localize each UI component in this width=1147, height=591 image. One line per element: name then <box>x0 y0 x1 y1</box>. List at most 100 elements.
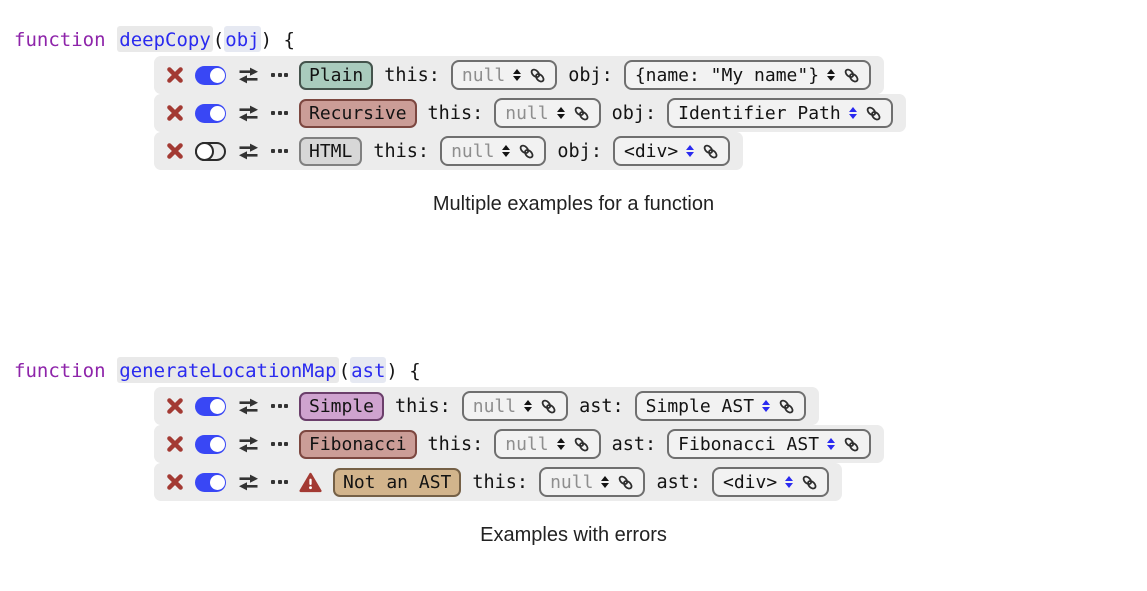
stepper-icon[interactable] <box>827 68 836 82</box>
remove-example-x-icon[interactable] <box>166 104 184 122</box>
stepper-icon[interactable] <box>686 144 695 158</box>
paren-close-brace: ) { <box>260 29 295 51</box>
remove-example-x-icon[interactable] <box>166 66 184 84</box>
example-name-badge[interactable]: Not an AST <box>333 467 462 497</box>
ellipsis-icon[interactable] <box>271 149 288 153</box>
remove-example-x-icon[interactable] <box>166 397 184 415</box>
link-icon[interactable] <box>518 143 535 160</box>
example-row: Simple this: null ast: Simple AST <box>154 387 820 425</box>
paren-close-brace: ) { <box>386 360 421 382</box>
this-value-box[interactable]: null <box>440 136 547 166</box>
toggle-knob <box>209 105 225 121</box>
stepper-icon[interactable] <box>502 144 511 158</box>
argument-value: Fibonacci AST <box>678 433 820 455</box>
stepper-icon[interactable] <box>524 399 533 413</box>
argument-value: <div> <box>723 471 778 493</box>
link-icon[interactable] <box>617 474 634 491</box>
this-label: this: <box>427 433 484 455</box>
toggle-knob <box>209 436 225 452</box>
example-enabled-toggle[interactable] <box>195 472 226 492</box>
argument-value: Identifier Path <box>678 102 841 124</box>
function-name: deepCopy <box>117 26 213 52</box>
this-label: this: <box>373 140 430 162</box>
swap-arrows-icon[interactable] <box>237 67 260 84</box>
paren-open: ( <box>212 29 225 51</box>
example-row: Recursive this: null obj: Identifier Pat… <box>154 94 906 132</box>
example-enabled-toggle[interactable] <box>195 434 226 454</box>
swap-arrows-icon[interactable] <box>237 398 260 415</box>
example-enabled-toggle[interactable] <box>195 103 226 123</box>
link-icon[interactable] <box>573 105 590 122</box>
this-value-box[interactable]: null <box>461 391 569 421</box>
paren-open: ( <box>338 360 351 382</box>
example-rows: Plain this: null obj: {name: "My name"} <box>154 56 906 170</box>
warning-icon <box>299 472 322 492</box>
example-name-badge[interactable]: Recursive <box>299 98 417 128</box>
ellipsis-icon[interactable] <box>271 404 288 408</box>
stepper-icon[interactable] <box>762 399 771 413</box>
argument-label: ast: <box>611 433 657 455</box>
toggle-knob <box>209 398 225 414</box>
remove-example-x-icon[interactable] <box>166 435 184 453</box>
link-icon[interactable] <box>573 436 590 453</box>
example-name-badge[interactable]: Plain <box>299 60 374 90</box>
remove-example-x-icon[interactable] <box>166 142 184 160</box>
stepper-icon[interactable] <box>827 437 836 451</box>
argument-value-box[interactable]: Fibonacci AST <box>667 429 872 459</box>
argument-value: Simple AST <box>645 395 755 417</box>
example-enabled-toggle[interactable] <box>195 396 226 416</box>
link-icon[interactable] <box>843 67 860 84</box>
argument-value-box[interactable]: <div> <box>712 467 830 497</box>
example-name-badge[interactable]: HTML <box>299 136 363 166</box>
example-row: Fibonacci this: null ast: Fibonacci AST <box>154 425 885 463</box>
link-icon[interactable] <box>865 105 882 122</box>
link-icon[interactable] <box>540 398 557 415</box>
example-rows: Simple this: null ast: Simple AST <box>154 387 885 501</box>
argument-value-box[interactable]: Identifier Path <box>667 98 893 128</box>
argument-value-box[interactable]: Simple AST <box>634 391 807 421</box>
stepper-icon[interactable] <box>556 106 565 120</box>
figure-caption: Examples with errors <box>480 524 667 546</box>
argument-value-box[interactable]: {name: "My name"} <box>623 60 872 90</box>
keyword-function: function <box>14 29 106 51</box>
example-name-badge[interactable]: Simple <box>299 391 385 421</box>
toggle-knob <box>209 67 225 83</box>
ellipsis-icon[interactable] <box>271 442 288 446</box>
argument-value-box[interactable]: <div> <box>612 136 731 166</box>
example-row: HTML this: null obj: <div> <box>154 132 744 170</box>
remove-example-x-icon[interactable] <box>166 473 184 491</box>
ellipsis-icon[interactable] <box>271 480 288 484</box>
stepper-icon[interactable] <box>785 475 794 489</box>
example-enabled-toggle[interactable] <box>195 141 226 161</box>
stepper-icon[interactable] <box>848 106 857 120</box>
figure-caption: Multiple examples for a function <box>432 193 715 215</box>
link-icon[interactable] <box>843 436 860 453</box>
swap-arrows-icon[interactable] <box>237 105 260 122</box>
this-value-box[interactable]: null <box>450 60 558 90</box>
stepper-icon[interactable] <box>513 68 522 82</box>
swap-arrows-icon[interactable] <box>237 436 260 453</box>
example-row: Not an AST this: null ast: <div> <box>154 463 843 501</box>
ellipsis-icon[interactable] <box>271 73 288 77</box>
ellipsis-icon[interactable] <box>271 111 288 115</box>
link-icon[interactable] <box>702 143 719 160</box>
stepper-icon[interactable] <box>556 437 565 451</box>
this-value-box[interactable]: null <box>494 429 601 459</box>
this-value-box[interactable]: null <box>539 467 646 497</box>
link-icon[interactable] <box>529 67 546 84</box>
example-name-badge[interactable]: Fibonacci <box>299 429 417 459</box>
stepper-icon[interactable] <box>601 475 610 489</box>
this-value-box[interactable]: null <box>494 98 601 128</box>
this-label: this: <box>427 102 484 124</box>
link-icon[interactable] <box>801 474 818 491</box>
example-enabled-toggle[interactable] <box>195 65 226 85</box>
swap-arrows-icon[interactable] <box>237 474 260 491</box>
this-value: null <box>505 102 549 124</box>
swap-arrows-icon[interactable] <box>237 143 260 160</box>
link-icon[interactable] <box>778 398 795 415</box>
